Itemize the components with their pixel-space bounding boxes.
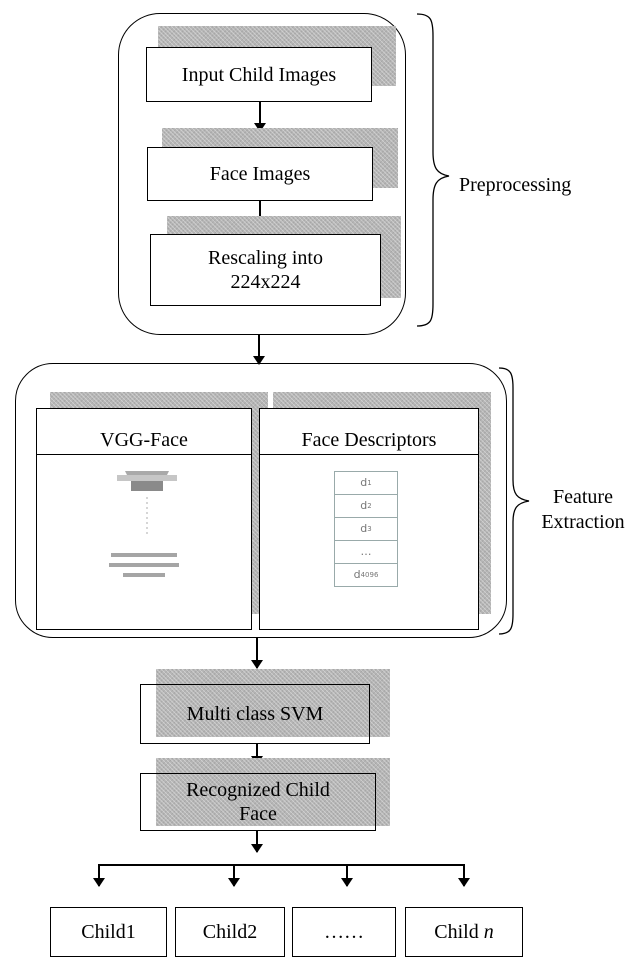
output-child2: Child2 xyxy=(175,907,285,957)
descriptor-cell: … xyxy=(335,541,397,564)
recognized-child-face: Recognized Child Face xyxy=(140,773,376,831)
arrow-to-child-n xyxy=(458,864,470,887)
result-shadow xyxy=(156,758,390,826)
svm-shadow xyxy=(156,669,390,737)
preprocessing-label: Preprocessing xyxy=(459,174,572,196)
output-child1: Child1 xyxy=(50,907,167,957)
svm-label: Multi class SVM xyxy=(186,703,324,725)
output-label: Child n xyxy=(434,921,494,943)
step-input-label: Input Child Images xyxy=(181,63,337,86)
arrow-features-to-svm xyxy=(251,638,263,669)
step-face-label: Face Images xyxy=(209,163,311,185)
feature-extraction-label-text: Feature Extraction xyxy=(541,486,625,533)
svm-classifier: Multi class SVM xyxy=(140,684,370,744)
step-rescale-label: Rescaling into 224x224 xyxy=(208,247,323,293)
output-label: …… xyxy=(324,921,364,943)
arrow-preprocess-to-features xyxy=(253,335,265,365)
output-child-n: Child n xyxy=(405,907,523,957)
step-rescaling: Rescaling into 224x224 xyxy=(150,234,381,306)
output-label: Child1 xyxy=(81,921,136,943)
vgg-face-title: VGG-Face xyxy=(37,409,251,455)
output-ellipsis: …… xyxy=(292,907,396,957)
arrow-to-ellipsis xyxy=(341,864,353,887)
network-layers-icon xyxy=(109,471,179,577)
descriptors-title: Face Descriptors xyxy=(260,409,478,455)
feature-extraction-label: Feature Extraction xyxy=(533,485,633,535)
preprocessing-brace xyxy=(416,13,450,327)
step-face-images: Face Images xyxy=(147,147,373,201)
arrow-to-child2 xyxy=(228,864,240,887)
preprocessing-group xyxy=(118,13,406,335)
feature-extraction-brace xyxy=(498,367,530,635)
output-label: Child2 xyxy=(202,921,258,943)
arrow-result-to-outputs xyxy=(251,831,263,853)
output-bus xyxy=(98,864,464,866)
result-label: Recognized Child Face xyxy=(186,779,330,825)
feature-extraction-group xyxy=(15,363,507,638)
vgg-face-panel: VGG-Face xyxy=(36,408,252,630)
step-input-child-images: Input Child Images xyxy=(146,47,372,102)
arrow-to-child1 xyxy=(93,864,105,887)
arrow-input-to-face xyxy=(254,102,266,132)
